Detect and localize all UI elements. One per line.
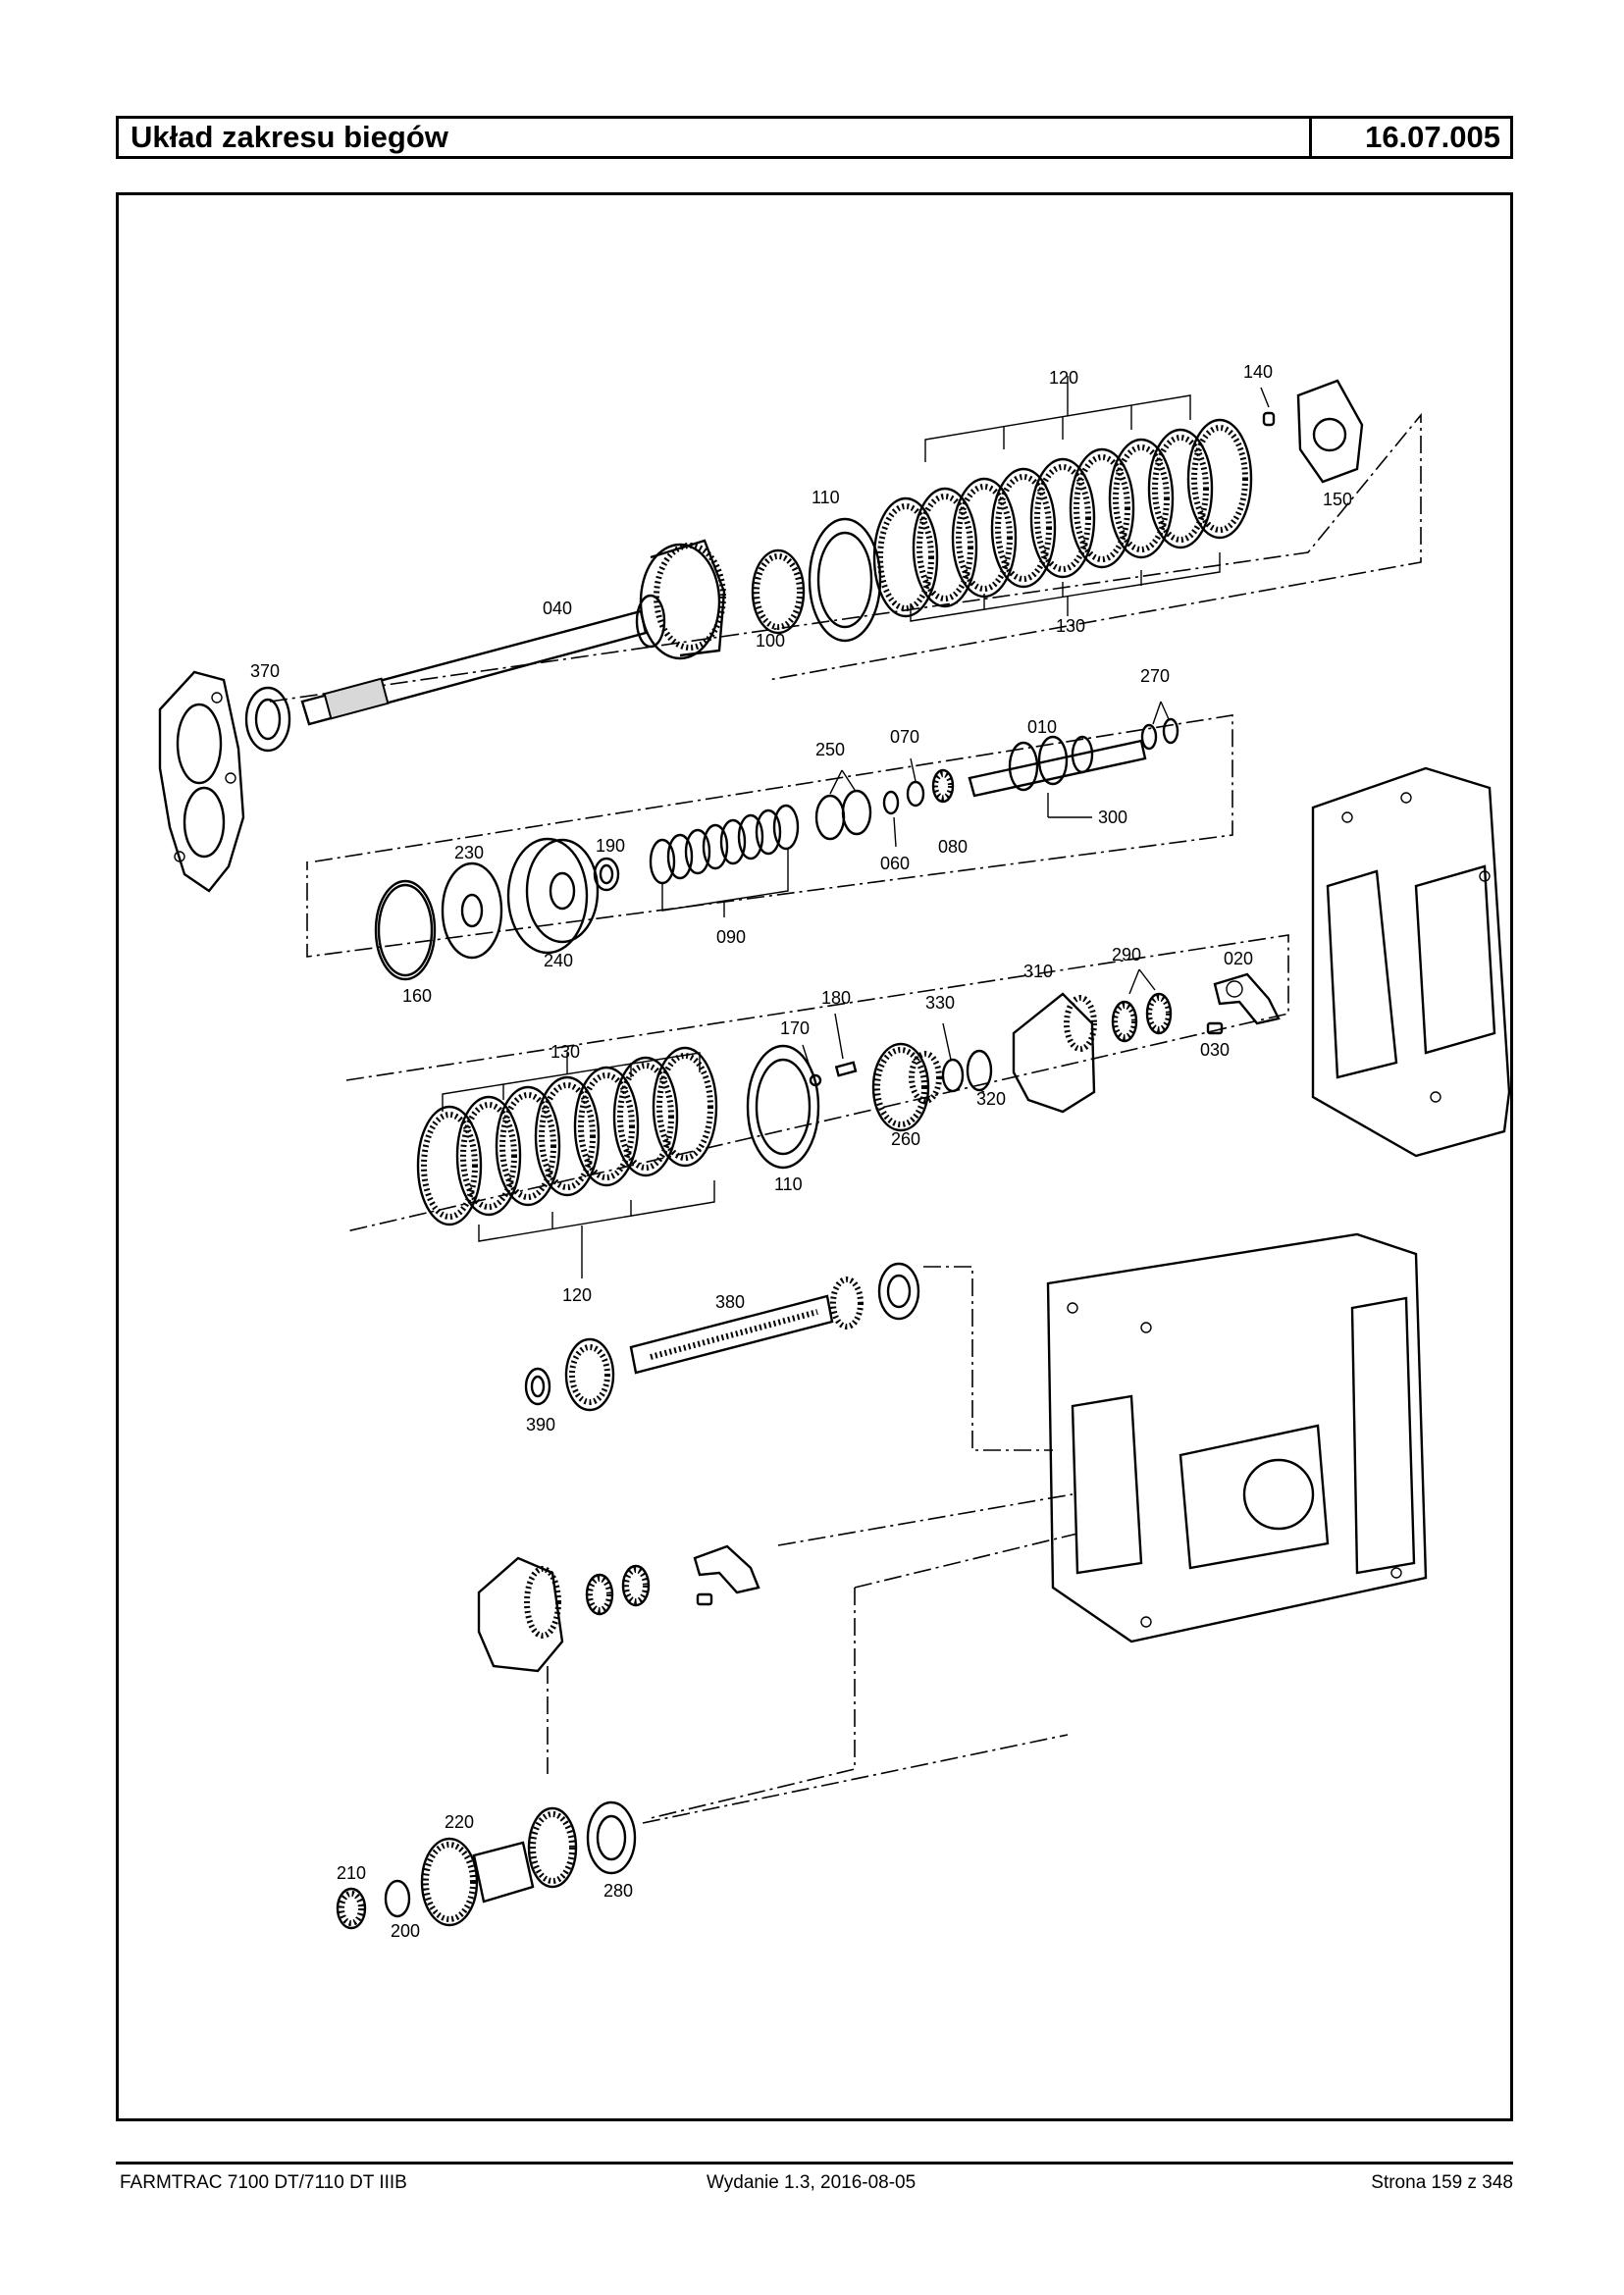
footer-page-number: Strona 159 z 348 (1371, 2172, 1513, 2193)
callout-080: 080 (938, 837, 968, 857)
bearing-370 (244, 686, 291, 753)
callout-230: 230 (454, 843, 484, 862)
housing-cover (158, 670, 245, 893)
callout-320: 320 (976, 1089, 1006, 1109)
drum-lower (477, 1556, 564, 1673)
footer-divider (116, 2162, 1513, 2165)
bearing-380 (877, 1262, 920, 1321)
spring-180 (834, 1013, 858, 1077)
callout-100: 100 (756, 631, 785, 651)
callout-160: 160 (402, 986, 432, 1006)
transmission-housing-lower (1046, 1232, 1428, 1643)
exploded-parts-diagram: 120 140 150 110 040 100 130 370 270 010 … (158, 362, 1511, 1941)
part-callouts: 120 140 150 110 040 100 130 370 270 010 … (250, 362, 1352, 1941)
plate-150 (1296, 379, 1364, 484)
bearings-lower (585, 1564, 651, 1616)
shaft-380 (629, 1277, 864, 1375)
callout-390: 390 (526, 1415, 555, 1434)
callout-040: 040 (543, 599, 572, 618)
bearings-290 (1111, 968, 1173, 1043)
callout-290: 290 (1112, 945, 1141, 965)
callout-330: 330 (925, 993, 955, 1013)
callout-310: 310 (1023, 962, 1053, 981)
seals-250 (814, 769, 872, 841)
bearing-280 (586, 1800, 637, 1875)
callout-010: 010 (1027, 717, 1057, 737)
diagram-frame: 120 140 150 110 040 100 130 370 270 010 … (116, 192, 1513, 2121)
pin-140 (1260, 387, 1276, 427)
piston-240 (506, 837, 600, 955)
clutch-plates-lower (416, 1046, 718, 1278)
footer-edition: Wydanie 1.3, 2016-08-05 (707, 2172, 917, 2193)
washer-070 (906, 757, 925, 808)
callout-370: 370 (250, 661, 280, 681)
callout-270: 270 (1140, 666, 1170, 686)
callout-120-lower: 120 (562, 1285, 592, 1305)
ring-060 (882, 790, 900, 848)
footer-model: FARMTRAC 7100 DT/7110 DT IIIB (120, 2172, 407, 2193)
disc-110-lower (746, 1044, 820, 1170)
callout-070: 070 (890, 727, 919, 747)
callout-130-upper: 130 (1056, 616, 1085, 636)
callout-300: 300 (1098, 808, 1127, 827)
callout-240: 240 (544, 951, 573, 970)
callout-190: 190 (596, 836, 625, 856)
bushing-200 (384, 1879, 411, 1918)
callout-170: 170 (780, 1018, 810, 1038)
callout-130-lower: 130 (550, 1042, 580, 1062)
transmission-housing-upper (1311, 766, 1511, 1158)
callout-060: 060 (880, 854, 910, 873)
ring-330-320 (941, 1022, 993, 1093)
clutch-plates-upper (872, 376, 1253, 622)
callout-200: 200 (391, 1921, 420, 1941)
shaft-010 (968, 735, 1147, 818)
bearing-080 (931, 768, 955, 804)
callout-220: 220 (445, 1812, 474, 1832)
gear-shaft-220 (420, 1806, 578, 1927)
ball-170 (802, 1044, 822, 1087)
callout-280: 280 (603, 1881, 633, 1901)
callout-120-upper: 120 (1049, 368, 1078, 388)
bearing-390 (524, 1367, 551, 1406)
page-header: Układ zakresu biegów 16.07.005 (116, 116, 1513, 159)
ring-160 (374, 879, 437, 981)
shaft-040 (300, 594, 666, 726)
springs-090 (649, 804, 800, 917)
callout-110-lower: 110 (774, 1174, 803, 1194)
callout-210: 210 (337, 1863, 366, 1883)
fork-lower (693, 1544, 760, 1606)
screw-030 (1206, 1021, 1224, 1035)
callout-020: 020 (1224, 949, 1253, 968)
callout-030: 030 (1200, 1040, 1230, 1060)
gear-260 (871, 1042, 942, 1132)
disc-110-upper (808, 517, 882, 643)
rings-270 (1140, 701, 1179, 751)
callout-140: 140 (1243, 362, 1273, 382)
callout-150: 150 (1323, 490, 1352, 509)
callout-180: 180 (821, 988, 851, 1008)
callout-250: 250 (815, 740, 845, 759)
callout-380: 380 (715, 1292, 745, 1312)
bearing-210 (336, 1887, 367, 1930)
callout-090: 090 (716, 927, 746, 947)
clutch-drum (639, 539, 726, 660)
bearing-100 (751, 548, 806, 635)
fork-020 (1213, 972, 1281, 1025)
drum-310 (1012, 992, 1097, 1114)
page-title: Układ zakresu biegów (119, 119, 1312, 156)
plate-230 (441, 861, 503, 960)
bearing-large (564, 1337, 615, 1412)
callout-110-upper: 110 (812, 488, 840, 507)
callout-260: 260 (891, 1129, 920, 1149)
section-code: 16.07.005 (1365, 120, 1500, 154)
